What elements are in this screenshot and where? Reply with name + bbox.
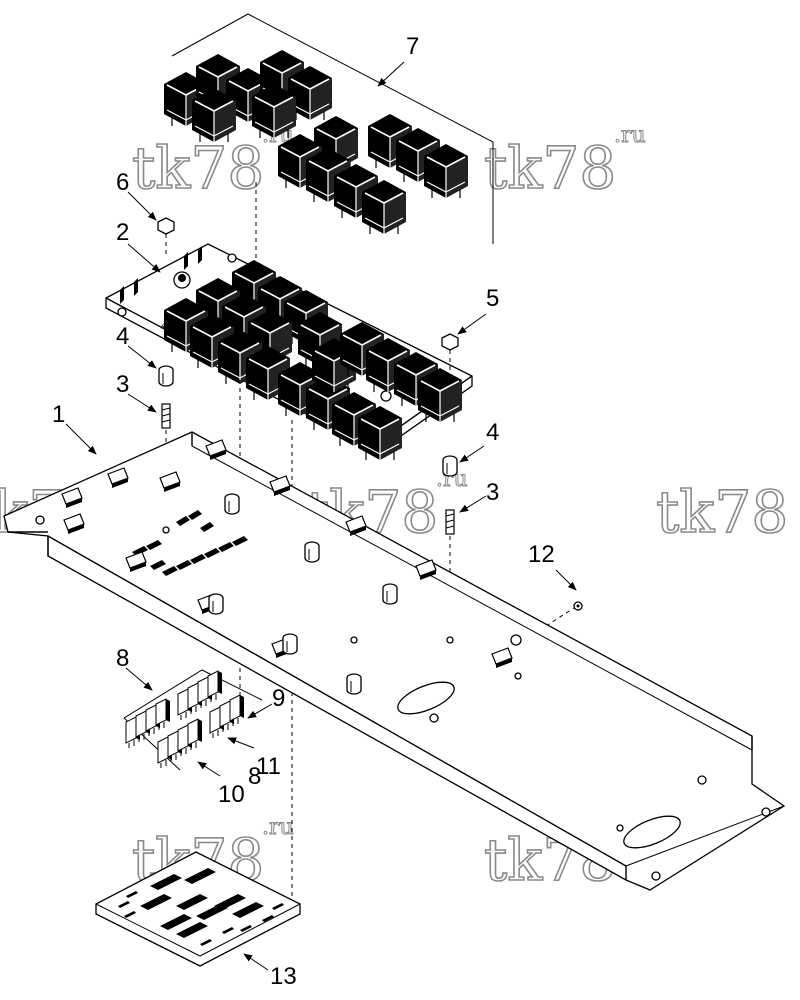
callout-2: 2 [116, 219, 129, 246]
fuse-label-sticker [95, 851, 301, 967]
callout-leaders [65, 61, 577, 971]
callout-8-bottom: 8 [248, 763, 261, 790]
svg-text:tk78: tk78 [656, 478, 788, 546]
spacer-item-4-left [158, 365, 174, 387]
callout-10: 10 [218, 781, 245, 808]
relay-group-bracket [171, 13, 494, 244]
callout-12: 12 [528, 541, 555, 568]
callout-5: 5 [486, 285, 499, 312]
callout-3-left: 3 [116, 371, 129, 398]
svg-text:tk78: tk78 [132, 134, 264, 202]
svg-text:.ru: .ru [614, 123, 646, 148]
callout-7: 7 [406, 33, 419, 60]
callout-1: 1 [52, 401, 65, 428]
svg-text:tk78: tk78 [484, 134, 616, 202]
spacer-item-4-right [442, 455, 458, 477]
svg-text:.ru: .ru [262, 815, 294, 840]
nut-item-5 [441, 333, 459, 372]
callout-13: 13 [270, 963, 297, 990]
callout-4-right: 4 [486, 419, 499, 446]
callout-labels: 7 6 2 5 4 3 1 4 3 12 8 9 11 8 10 13 [52, 33, 555, 990]
nut-item-6 [157, 217, 175, 258]
watermark-mid-right: tk78 [655, 477, 789, 547]
svg-text:.ru: .ru [436, 467, 468, 492]
watermark-top-right: tk78 .ru [483, 123, 646, 203]
callout-6: 6 [116, 169, 129, 196]
callout-9: 9 [272, 685, 285, 712]
plate-slots [132, 510, 248, 576]
callout-8-top: 8 [116, 645, 129, 672]
board-relays [163, 259, 463, 461]
callout-3-right: 3 [486, 479, 499, 506]
callout-4-left: 4 [116, 323, 129, 350]
fuse-set [125, 670, 245, 769]
mounting-base-plate [3, 431, 786, 891]
callout-11: 11 [256, 753, 281, 780]
